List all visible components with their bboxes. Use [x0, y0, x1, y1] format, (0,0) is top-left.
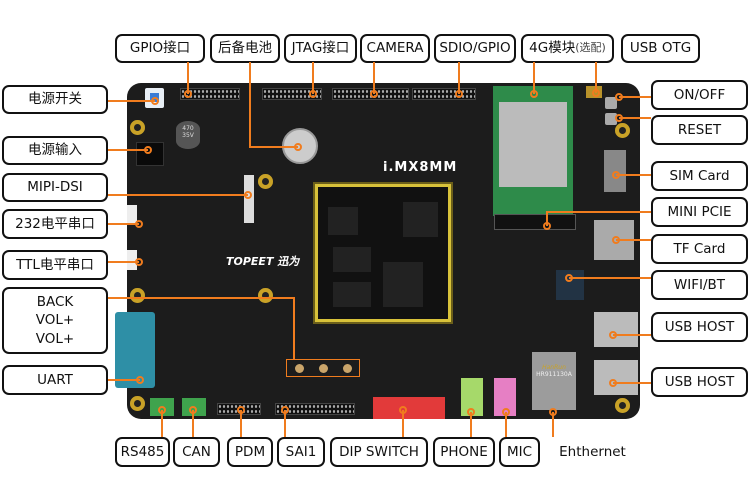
label-mini-pcie: MINI PCIE	[651, 197, 748, 227]
phone-jack	[461, 378, 483, 416]
tf-slot	[594, 220, 634, 260]
reset-button	[605, 113, 617, 125]
mic-jack	[494, 378, 516, 416]
label-wifi-bt: WIFI/BT	[651, 270, 748, 300]
label-usb-host-1: USB HOST	[651, 312, 748, 342]
label-camera: CAMERA	[360, 34, 430, 63]
mount-hole	[258, 288, 273, 303]
sai1-header	[275, 403, 355, 415]
label-4g-optional: (选配)	[575, 41, 606, 55]
label-ethernet: Ehthernet	[545, 437, 640, 467]
label-jtag: JTAG接口	[284, 34, 357, 63]
mount-hole	[130, 120, 145, 135]
label-sim-card: SIM Card	[651, 161, 748, 191]
label-sai1: SAI1	[277, 437, 325, 467]
usb-otg-port	[586, 86, 602, 98]
label-power-switch: 电源开关	[2, 85, 108, 114]
som-module	[315, 184, 451, 322]
pdm-header	[217, 403, 261, 415]
key-buttons	[286, 359, 360, 377]
mount-hole	[130, 288, 145, 303]
label-tf-card: TF Card	[651, 234, 748, 264]
label-rs485: RS485	[115, 437, 170, 467]
power-jack	[136, 142, 164, 166]
mipi-connector	[244, 175, 254, 223]
label-ttl: TTL电平串口	[2, 250, 108, 280]
label-4g-module: 4G模块(选配)	[521, 34, 614, 63]
label-dip-switch: DIP SWITCH	[330, 437, 428, 467]
mini-pcie-slot	[494, 214, 576, 230]
label-keys: BACK VOL+ VOL+	[2, 287, 108, 354]
ethernet-part: HR911130A	[536, 371, 572, 378]
label-4g-text: 4G模块	[529, 40, 576, 57]
label-usb-host-2: USB HOST	[651, 367, 748, 397]
ttl-connector	[127, 250, 137, 270]
label-usb-otg: USB OTG	[621, 34, 700, 63]
usb-host-port	[594, 360, 638, 395]
brand-logo: TOPEET 迅为	[226, 255, 300, 268]
label-gpio: GPIO接口	[115, 34, 205, 63]
sdio-header	[412, 88, 476, 100]
mount-hole	[615, 398, 630, 413]
label-vol-up: VOL+	[35, 312, 75, 329]
jtag-header	[262, 88, 322, 100]
label-vol-2: VOL+	[35, 330, 75, 347]
can-terminal	[182, 398, 206, 416]
mount-hole	[258, 174, 273, 189]
usb-host-port	[594, 312, 638, 347]
wifi-module	[556, 270, 584, 300]
label-power-input: 电源输入	[2, 136, 108, 165]
label-sdio-gpio: SDIO/GPIO	[434, 34, 516, 63]
mini-pcie-4g	[493, 86, 573, 216]
backup-battery	[282, 128, 318, 164]
chip-label: i.MX8MM	[383, 160, 458, 175]
gpio-header	[180, 88, 240, 100]
label-reset: RESET	[651, 115, 748, 145]
label-pdm: PDM	[227, 437, 273, 467]
label-back: BACK	[36, 294, 74, 311]
label-phone: PHONE	[433, 437, 495, 467]
mount-hole	[130, 396, 145, 411]
power-switch	[145, 88, 164, 108]
label-mic: MIC	[499, 437, 540, 467]
label-rs232: 232电平串口	[2, 209, 108, 239]
dip-switch	[373, 397, 445, 419]
camera-header	[332, 88, 409, 100]
label-mipi-dsi: MIPI-DSI	[2, 173, 108, 202]
label-uart: UART	[2, 365, 108, 395]
ethernet-brand: HanRun	[542, 364, 566, 371]
rs485-terminal	[150, 398, 174, 416]
onoff-button	[605, 97, 617, 109]
db9-uart	[115, 312, 155, 388]
label-on-off: ON/OFF	[651, 80, 748, 110]
sim-slot	[604, 150, 626, 192]
rs232-connector	[127, 205, 137, 225]
label-backup-battery: 后备电池	[210, 34, 280, 63]
label-can: CAN	[173, 437, 220, 467]
mount-hole	[615, 123, 630, 138]
